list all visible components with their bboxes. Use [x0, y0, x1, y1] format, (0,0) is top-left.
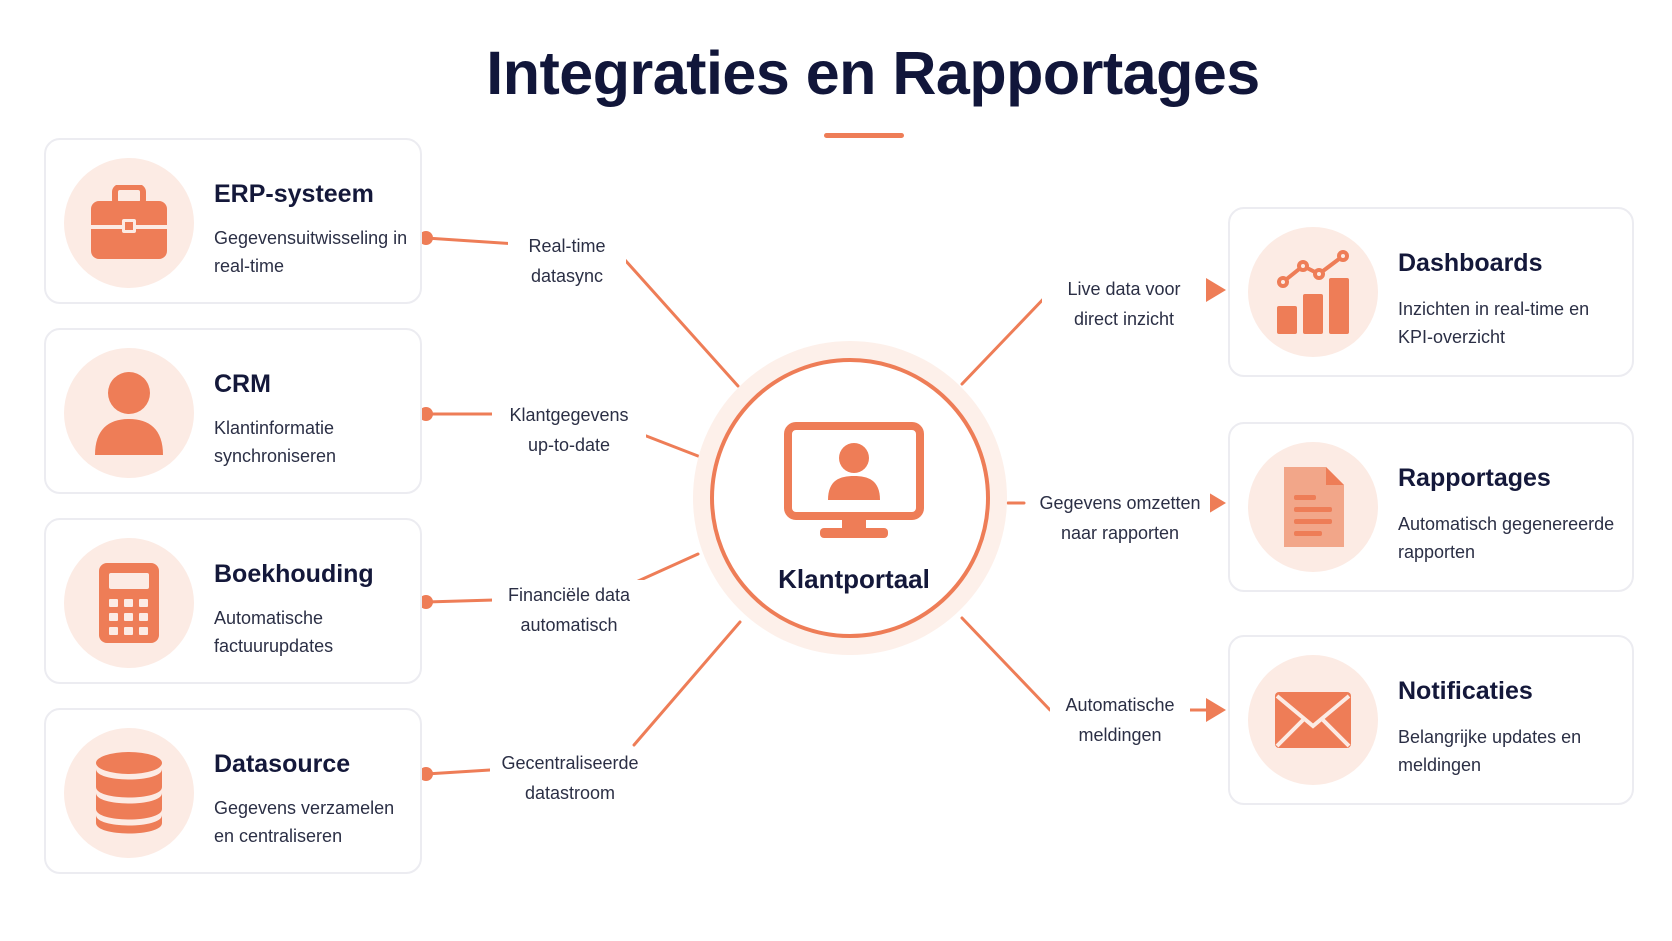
connector-label-datasource: Gecentraliseerde datastroom — [490, 748, 650, 808]
connector-label-boekhouding: Financiële data automatisch — [492, 580, 646, 640]
connector-label-rapportages: Gegevens omzetten naar rapporten — [1030, 488, 1210, 548]
monitor-user-icon — [784, 422, 924, 538]
card-description: Automatische factuurupdates — [214, 608, 334, 656]
arrow-rapportages — [1206, 491, 1226, 515]
icon-circle — [64, 728, 194, 858]
card-description: Klantinformatie synchroniseren — [214, 418, 337, 466]
arrow-dashboards — [1206, 278, 1226, 302]
connector-datasource — [424, 768, 492, 776]
user-icon — [95, 372, 163, 455]
icon-circle — [64, 348, 194, 478]
connector-notificaties-hub — [960, 616, 1052, 712]
card-datasource: Datasource Gegevens verzamelen en centra… — [44, 708, 422, 874]
hub-label: Klantportaal — [778, 564, 930, 594]
briefcase-icon — [91, 185, 167, 259]
icon-circle — [1248, 655, 1378, 785]
icon-circle — [64, 538, 194, 668]
connector-erp-hub — [614, 248, 740, 388]
hub-klantportaal: Klantportaal — [693, 341, 1007, 655]
card-description: Gegevens verzamelen en centraliseren — [214, 798, 395, 846]
card-title: Boekhouding — [214, 560, 374, 588]
card-title: Notificaties — [1398, 677, 1533, 705]
title-underline — [824, 133, 904, 138]
connector-dashboards-hub — [960, 290, 1052, 386]
envelope-icon — [1275, 692, 1351, 748]
card-erp-systeem: ERP-systeem Gegevensuitwisseling in real… — [44, 138, 422, 304]
card-description: Inzichten in real-time en KPI-overzicht — [1398, 299, 1590, 347]
document-icon — [1284, 467, 1344, 547]
dot-datasource — [419, 767, 433, 781]
card-dashboards: Dashboards Inzichten in real-time en KPI… — [1228, 207, 1634, 377]
dot-crm — [419, 407, 433, 421]
card-title: Datasource — [214, 750, 351, 778]
connector-label-crm: Klantgegevens up-to-date — [492, 400, 646, 460]
card-title: ERP-systeem — [214, 180, 374, 208]
connector-datasource-hub — [632, 620, 742, 747]
bar-chart-icon — [1277, 250, 1349, 334]
connector-label-notificaties: Automatische meldingen — [1050, 690, 1190, 750]
icon-circle — [1248, 227, 1378, 357]
card-notificaties: Notificaties Belangrijke updates en meld… — [1228, 635, 1634, 805]
connector-boekhouding-hub — [634, 552, 700, 584]
connector-label-erp: Real-time datasync — [508, 231, 626, 291]
page-title: Integraties en Rapportages — [486, 39, 1260, 107]
connector-erp — [424, 236, 518, 246]
connector-crm-hub — [634, 430, 700, 458]
hub-inner-ring: Klantportaal — [710, 358, 990, 638]
icon-circle — [64, 158, 194, 288]
arrow-notificaties — [1206, 698, 1226, 722]
dot-erp — [419, 231, 433, 245]
dot-boekhouding — [419, 595, 433, 609]
card-title: CRM — [214, 370, 271, 398]
card-rapportages: Rapportages Automatisch gegenereerde rap… — [1228, 422, 1634, 592]
card-title: Dashboards — [1398, 249, 1543, 277]
icon-circle — [1248, 442, 1378, 572]
card-description: Automatisch gegenereerde rapporten — [1398, 514, 1615, 562]
card-title: Rapportages — [1398, 464, 1551, 492]
calculator-icon — [99, 563, 159, 643]
card-boekhouding: Boekhouding Automatische factuurupdates — [44, 518, 422, 684]
card-description: Belangrijke updates en meldingen — [1398, 727, 1582, 775]
database-icon — [96, 752, 162, 834]
connector-boekhouding — [424, 598, 496, 604]
connector-label-dashboards: Live data voor direct inzicht — [1042, 274, 1206, 334]
card-description: Gegevensuitwisseling in real-time — [214, 228, 408, 276]
card-crm: CRM Klantinformatie synchroniseren — [44, 328, 422, 494]
